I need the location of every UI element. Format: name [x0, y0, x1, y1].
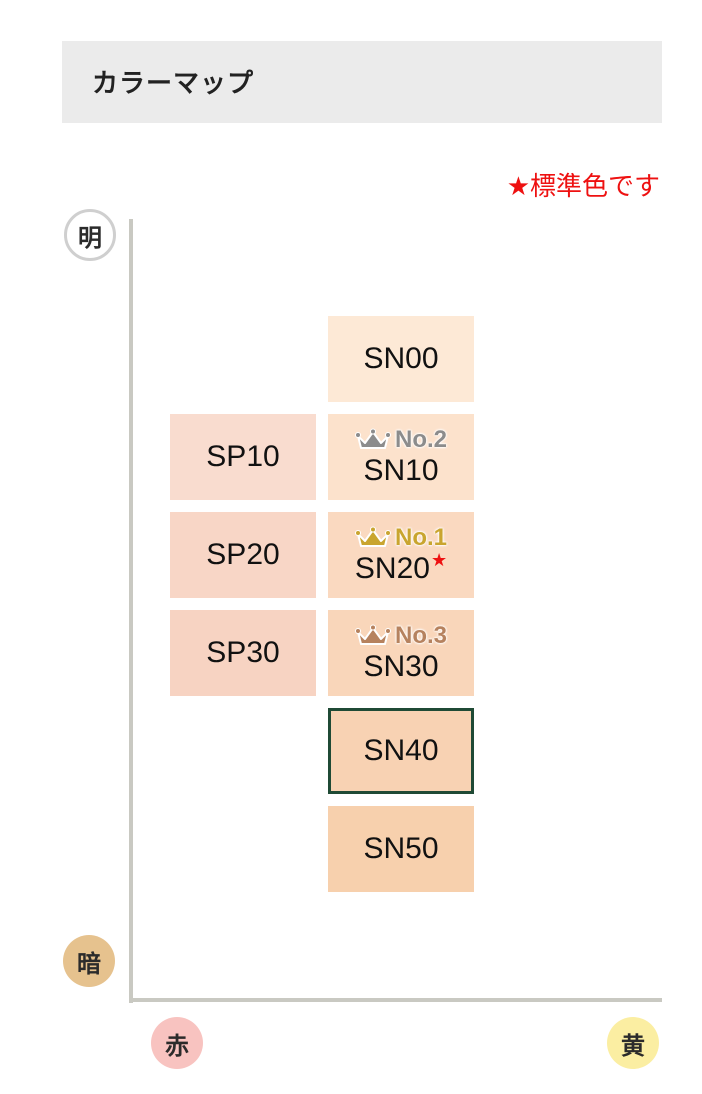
swatch-sn20[interactable]: No.1 SN20 ★ — [328, 512, 474, 598]
swatch-label: SP30 — [206, 636, 280, 669]
axis-label-yellow: 黄 — [607, 1017, 659, 1069]
swatch-sn50[interactable]: SN50 — [328, 806, 474, 892]
axis-label-red: 赤 — [151, 1017, 203, 1069]
swatch-sp10[interactable]: SP10 — [170, 414, 316, 500]
rank-badge: No.3 — [354, 622, 447, 649]
crown-icon — [354, 428, 391, 449]
swatch-label: SN50 — [363, 832, 439, 865]
rank-text: No.1 — [394, 524, 447, 551]
swatch-label: SN10 — [363, 454, 439, 487]
x-axis-line — [129, 998, 662, 1002]
rank-badge: No.2 — [354, 426, 447, 453]
swatch-sn10[interactable]: No.2 SN10 — [328, 414, 474, 500]
standard-color-note: ★標準色です — [506, 172, 660, 202]
header-bar: カラーマップ — [62, 41, 662, 123]
standard-color-star: ★ — [430, 550, 448, 571]
swatch-label: SP20 — [206, 538, 280, 571]
swatch-label: SP10 — [206, 440, 280, 473]
swatch-label: SN00 — [363, 342, 439, 375]
rank-text: No.2 — [394, 426, 447, 453]
page-title: カラーマップ — [92, 69, 255, 99]
swatch-sp30[interactable]: SP30 — [170, 610, 316, 696]
swatch-label: SN20 — [354, 552, 430, 585]
swatch-label: SN30 — [363, 650, 439, 683]
crown-icon — [354, 526, 391, 547]
swatch-sn00[interactable]: SN00 — [328, 316, 474, 402]
rank-text: No.3 — [394, 622, 447, 649]
axis-label-dark: 暗 — [63, 935, 115, 987]
swatch-sp20[interactable]: SP20 — [170, 512, 316, 598]
y-axis-line — [129, 219, 133, 1003]
swatch-label: SN40 — [363, 734, 439, 767]
swatch-label-row: SN20 ★ — [354, 550, 447, 585]
swatch-sn40[interactable]: SN40 — [328, 708, 474, 794]
swatch-sn30[interactable]: No.3 SN30 — [328, 610, 474, 696]
rank-badge: No.1 — [354, 524, 447, 551]
crown-icon — [354, 624, 391, 645]
axis-label-bright: 明 — [64, 209, 116, 261]
